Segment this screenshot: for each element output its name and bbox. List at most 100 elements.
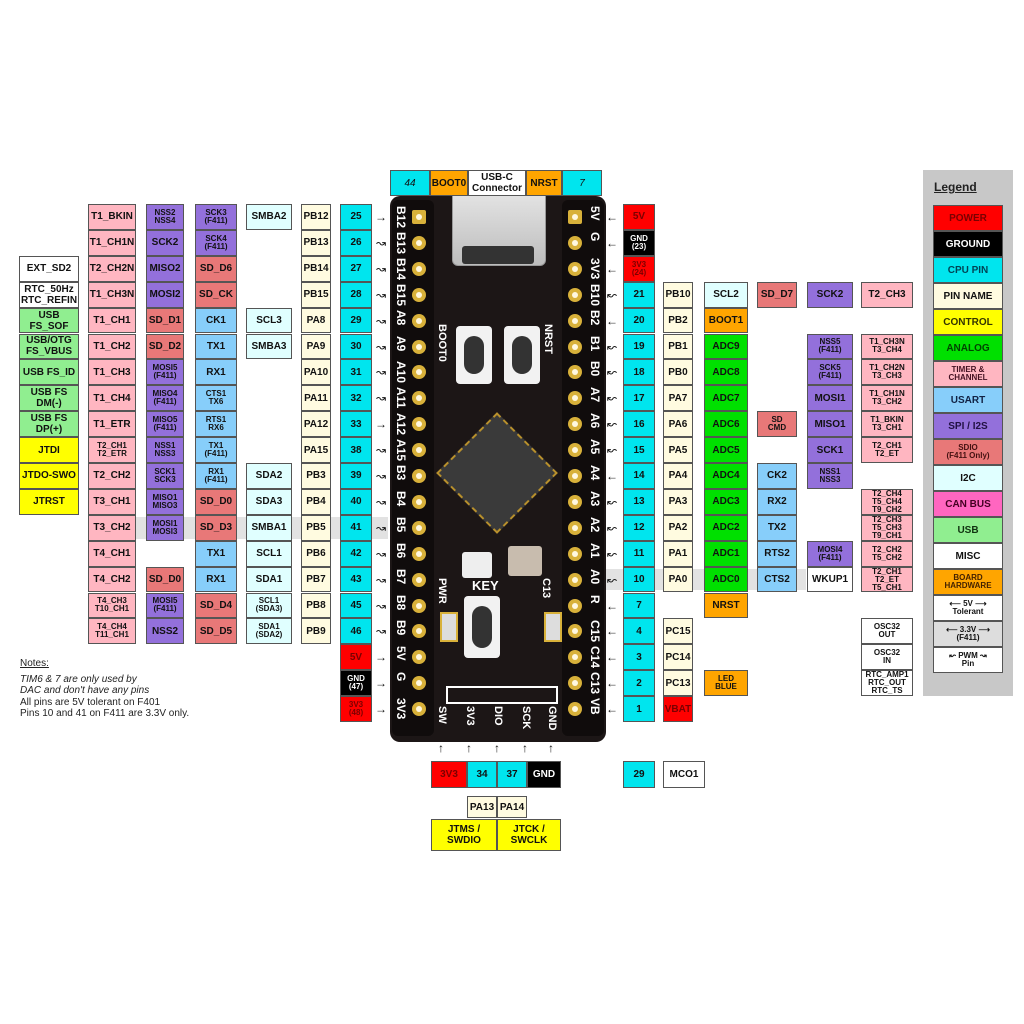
right-pin-name: PB1: [663, 333, 693, 360]
right-function-4: OSC32 OUT: [861, 618, 913, 645]
left-extra-function: EXT_SD2: [19, 255, 79, 282]
left-power-pin-19: 3V3 (48): [340, 696, 372, 722]
right-function-4: T1_CH1N T3_CH2: [861, 385, 913, 412]
arrow-icon: ↑: [522, 741, 528, 755]
right-pin-name: PB0: [663, 359, 693, 386]
header-pad-icon: [412, 287, 426, 302]
left-timer-function: T4_CH1: [88, 540, 136, 567]
right-function-4: T2_CH3 T5_CH3 T9_CH1: [861, 514, 913, 541]
pwm-icon: ↜: [606, 520, 618, 535]
arrow-icon: ↑: [466, 741, 472, 755]
mcu-chip-icon: [436, 412, 558, 534]
right-pin-name: PB10: [663, 281, 693, 308]
left-timer-function: T1_CH1: [88, 307, 136, 334]
left-timer-function: T3_CH1: [88, 488, 136, 515]
header-pad-icon: [568, 469, 582, 483]
left-spi-function: MOSI5 (F411): [146, 359, 184, 386]
right-cpu-pin-number: 12: [623, 514, 655, 541]
left-pin-name: PB7: [301, 566, 331, 593]
left-alt-function: SD_D6: [195, 255, 237, 282]
right-function-1: ADC7: [704, 385, 748, 412]
left-timer-function: T3_CH2: [88, 514, 136, 541]
arrow-icon: ↑: [494, 741, 500, 755]
right-cpu-pin-number: 16: [623, 411, 655, 438]
board-pin-label: 3V3: [394, 698, 408, 720]
pwr-led-icon: [440, 612, 458, 642]
legend-item: ⟵ 3.3V ⟶ (F411): [933, 621, 1003, 647]
left-spi-function: NSS2 NSS4: [146, 204, 184, 230]
header-pad-icon: [568, 546, 582, 561]
pwm-icon: ↝: [375, 469, 387, 483]
board-pin-label: B5: [394, 516, 408, 533]
left-i2c-function: SMBA3: [246, 333, 292, 360]
pwm-icon: ↝: [375, 391, 387, 406]
left-timer-function: T1_ETR: [88, 411, 136, 438]
c13-silkscreen: C13: [540, 578, 552, 599]
board-pin-label: A1: [588, 542, 602, 559]
boot0-button-icon[interactable]: [456, 326, 492, 384]
left-i2c-function: SDA2: [246, 463, 292, 489]
right-function-4: T2_CH1 T2_ET: [861, 437, 913, 463]
left-alt-function: TX1: [195, 333, 237, 360]
c13-led-icon: [544, 612, 562, 642]
arrow-icon: ←: [606, 469, 618, 483]
nrst-button-icon[interactable]: [504, 326, 540, 384]
right-cpu-pin-number: 7: [623, 592, 655, 619]
right-pin-name: PA7: [663, 385, 693, 412]
left-pin-name: PB3: [301, 463, 331, 489]
legend-item: GROUND: [933, 231, 1003, 257]
board-pin-label: A15: [394, 439, 408, 462]
swd-board-label: DIO: [492, 706, 504, 726]
crystal-small-icon: [462, 552, 492, 578]
left-spi-function: SD_D1: [146, 307, 184, 334]
right-function-2: CK2: [757, 463, 797, 489]
header-pad-icon: [412, 702, 426, 717]
top-header-4: 7: [562, 170, 602, 196]
swd-function: JTMS / SWDIO: [431, 819, 497, 851]
left-power-pin-18: GND (47): [340, 670, 372, 697]
left-i2c-function: SDA1 (SDA2): [246, 618, 292, 645]
board-pin-label: A5: [588, 439, 602, 455]
arrow-icon: ←: [606, 598, 618, 613]
left-timer-function: T1_BKIN: [88, 204, 136, 230]
note-line: All pins are 5V tolerant on F401: [20, 696, 161, 708]
board-pin-label: A11: [394, 387, 408, 409]
left-pin-name: PB5: [301, 514, 331, 541]
board-pin-label: A9: [394, 335, 408, 351]
pwm-icon: ↝: [375, 339, 387, 354]
legend-item: TIMER & CHANNEL: [933, 361, 1003, 387]
board-pin-label: C15: [588, 620, 602, 643]
pwm-icon: ↜: [606, 546, 618, 561]
header-pad-icon: [412, 261, 426, 276]
legend-item: CAN BUS: [933, 491, 1003, 517]
pwm-icon: ↝: [375, 520, 387, 535]
left-spi-function: SCK2: [146, 229, 184, 256]
top-header-1: BOOT0: [430, 170, 468, 196]
pwm-icon: ↜: [606, 572, 618, 587]
legend-item: CPU PIN: [933, 257, 1003, 283]
left-pin-name: PA9: [301, 333, 331, 360]
swd-pin-name: PA14: [497, 796, 527, 818]
right-cpu-pin-number: 11: [623, 540, 655, 567]
board-pin-label: A3: [588, 490, 602, 507]
board-pin-label: B13: [394, 231, 408, 254]
top-header-3: NRST: [526, 170, 562, 196]
right-function-2: RX2: [757, 488, 797, 515]
arrow-icon: →: [375, 417, 387, 432]
left-cpu-pin-number: 42: [340, 540, 372, 567]
board-pin-label: G: [588, 231, 602, 242]
right-cpu-pin-number: 18: [623, 359, 655, 386]
right-pin-name: PC15: [663, 618, 693, 645]
pwm-icon: ↝: [375, 443, 387, 458]
left-pin-name: PB15: [301, 281, 331, 308]
pwm-icon: ↝: [375, 235, 387, 250]
right-pin-name: PA4: [663, 463, 693, 489]
key-button-icon[interactable]: [464, 596, 500, 658]
left-spi-function: MOSI5 (F411): [146, 592, 184, 619]
notes-title: Notes:: [20, 658, 49, 669]
right-function-3: SCK5 (F411): [807, 359, 853, 386]
pwm-icon: ↜: [606, 494, 618, 509]
left-extra-function: USB FS_SOF: [19, 307, 79, 334]
header-pad-icon: [412, 572, 426, 587]
board-pin-label: B9: [394, 620, 408, 636]
